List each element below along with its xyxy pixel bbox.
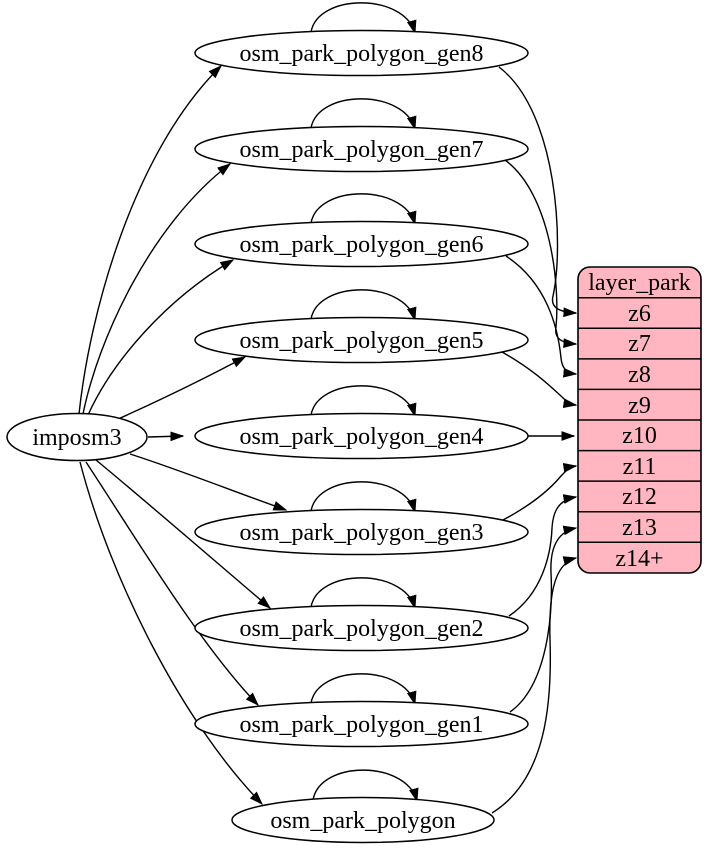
table-label: osm_park_polygon_gen8 [240,41,484,67]
node-osm_park_polygon_gen8: osm_park_polygon_gen8 [194,29,529,77]
table-label: osm_park_polygon_gen5 [240,328,484,354]
edge-osm_park_polygon_gen1-to-z13 [509,525,578,713]
edge-imposm3-to-osm_park_polygon_gen6 [87,259,235,416]
edge-osm_park_polygon_gen7-to-z7 [504,159,578,348]
table-label: osm_park_polygon [270,808,455,834]
layer-row-z9: z9 [628,393,651,419]
self-loop-osm_park_polygon_gen3 [310,481,417,514]
layer-row-z6: z6 [628,301,651,327]
edge-osm_park_polygon_gen2-to-z12 [508,494,578,617]
edge-imposm3-to-osm_park_polygon_gen7 [82,163,232,415]
edge-osm_park_polygon_gen3-to-z11 [502,462,578,521]
table-ellipse [194,604,529,652]
imposm3-label: imposm3 [32,425,121,451]
self-loop-osm_park_polygon_gen8 [310,2,417,35]
self-loop-osm_park_polygon_gen5 [310,289,417,322]
edge-imposm3-to-osm_park_polygon_gen3 [129,453,288,511]
node-imposm3: imposm3 [6,412,148,462]
self-loop-osm_park_polygon_gen7 [310,98,417,131]
node-osm_park_polygon_gen5: osm_park_polygon_gen5 [194,316,529,364]
edge-osm_park_polygon_gen8-to-z6 [498,66,578,318]
table-ellipse [194,316,529,364]
table-label: osm_park_polygon_gen3 [240,520,484,546]
node-osm_park_polygon_gen1: osm_park_polygon_gen1 [194,700,529,748]
layer-row-z10: z10 [622,423,657,449]
edge-imposm3-to-osm_park_polygon_gen1 [85,461,259,707]
self-loop-osm_park_polygon [312,769,419,803]
self-loop-edges [310,2,419,803]
layer-row-z12: z12 [622,484,657,510]
table-ellipse [194,508,529,556]
edge-osm_park_polygon_gen5-to-z9 [501,351,578,409]
layer-park-title: layer_park [588,270,691,296]
layer-row-z14plus: z14+ [615,546,663,572]
edge-osm_park_polygon-to-z14plus [491,556,578,814]
node-layer_park: layer_park z6 z7 z8 z9 z10 z11 z12 z13 z… [577,266,702,574]
table-label: osm_park_polygon_gen4 [240,424,484,450]
edge-osm_park_polygon_gen6-to-z8 [505,255,578,378]
table-label: osm_park_polygon_gen2 [240,616,484,642]
layer-row-z11: z11 [623,454,657,480]
layer-row-z13: z13 [622,515,657,541]
edge-imposm3-to-osm_park_polygon [79,461,263,806]
node-osm_park_polygon_gen6: osm_park_polygon_gen6 [194,220,529,268]
table-ellipse [194,125,529,173]
edges-to-layer-park [491,66,578,814]
node-osm_park_polygon_gen2: osm_park_polygon_gen2 [194,604,529,652]
layer-row-z7: z7 [628,331,651,357]
edge-imposm3-to-osm_park_polygon_gen8 [78,65,223,415]
edge-imposm3-to-osm_park_polygon_gen2 [95,459,272,609]
node-osm_park_polygon_gen3: osm_park_polygon_gen3 [194,508,529,556]
self-loop-osm_park_polygon_gen4 [310,385,417,418]
table-ellipse [231,796,495,844]
table-ellipse [194,412,529,460]
layer-row-z8: z8 [628,362,651,388]
table-label: osm_park_polygon_gen1 [240,712,484,738]
table-label: osm_park_polygon_gen6 [240,232,484,258]
table-label: osm_park_polygon_gen7 [240,137,484,163]
node-osm_park_polygon_gen4: osm_park_polygon_gen4 [194,412,529,460]
edge-imposm3-to-osm_park_polygon_gen4 [147,431,185,442]
table-ellipse [194,29,529,77]
table-ellipse [194,220,529,268]
imposm3-ellipse [6,412,148,462]
node-osm_park_polygon: osm_park_polygon [231,796,495,844]
table-ellipse [194,700,529,748]
edges-from-imposm3 [78,65,288,806]
self-loop-osm_park_polygon_gen6 [310,193,417,226]
edge-imposm3-to-osm_park_polygon_gen5 [115,356,247,421]
node-osm_park_polygon_gen7: osm_park_polygon_gen7 [194,125,529,173]
self-loop-osm_park_polygon_gen2 [310,577,417,610]
self-loop-osm_park_polygon_gen1 [310,673,417,706]
